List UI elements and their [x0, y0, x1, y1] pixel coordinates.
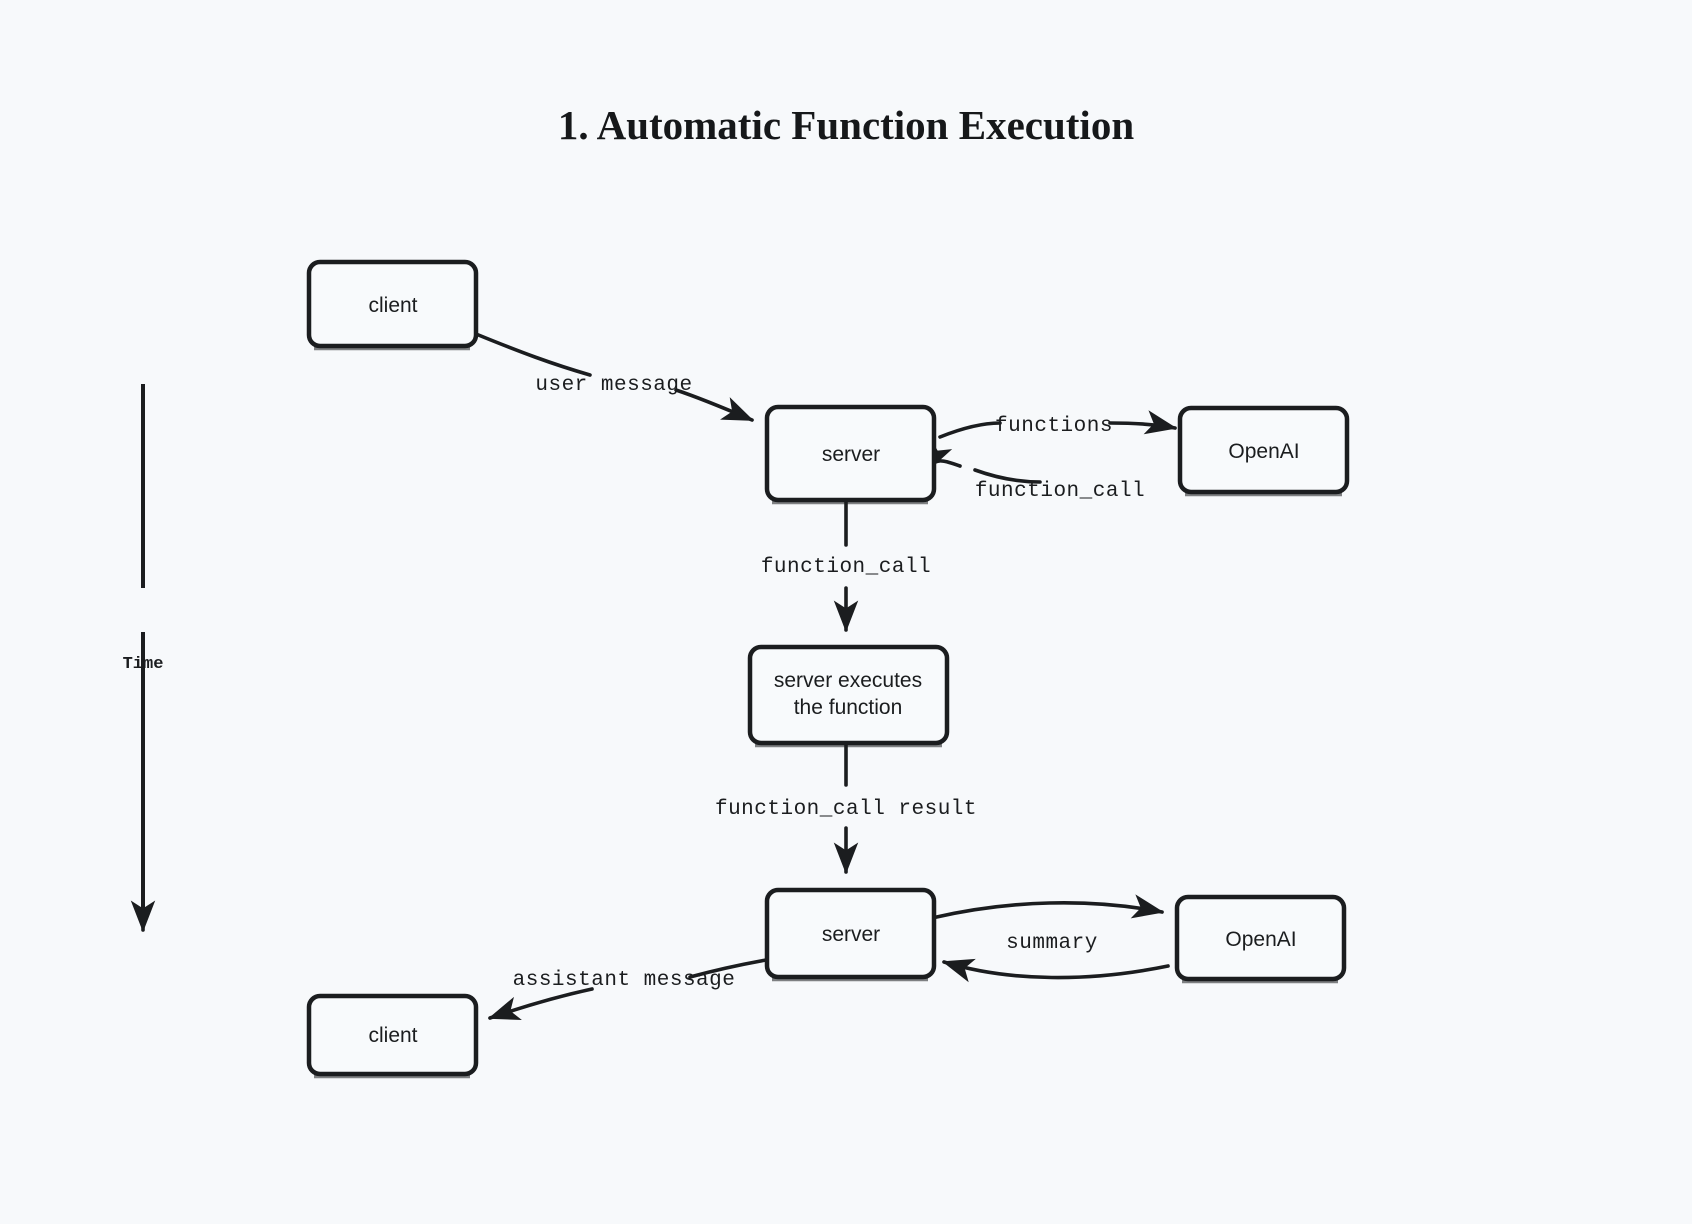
edge-label-function-call-result: function_call result: [715, 798, 977, 821]
node-client-bottom-label: client: [368, 1024, 417, 1047]
edge-functions: functions: [938, 410, 1178, 439]
edge-functions-segment-b: [1108, 410, 1178, 435]
edge-user-message-segment-a: [474, 332, 592, 377]
edge-summary: summary: [930, 894, 1165, 955]
node-server-executes-label-line2: the function: [794, 696, 903, 719]
node-server-executes[interactable]: server executes the function: [747, 644, 950, 748]
edge-label-function-call-down: function_call: [761, 556, 931, 579]
node-openai-top-label: OpenAI: [1228, 440, 1299, 463]
node-client-bottom-box[interactable]: [306, 993, 479, 1077]
node-server-executes-box[interactable]: [747, 644, 950, 746]
node-client-top-label: client: [368, 294, 417, 317]
node-openai-bottom-label: OpenAI: [1225, 928, 1296, 951]
page-title: 1. Automatic Function Execution: [558, 102, 1134, 148]
edge-label-functions: functions: [995, 415, 1113, 438]
edge-openai-return: [941, 958, 1170, 983]
edge-openai-return-arrow: [941, 958, 1170, 983]
edge-label-user-message: user message: [535, 374, 692, 397]
edge-function-call-return: function_call: [926, 438, 1145, 503]
node-client-top-box[interactable]: [306, 259, 479, 349]
node-openai-bottom[interactable]: OpenAI: [1174, 894, 1347, 984]
node-client-bottom[interactable]: client: [306, 993, 479, 1079]
node-server-bottom[interactable]: server: [764, 887, 937, 982]
node-server-executes-label-line1: server executes: [774, 669, 922, 692]
edge-user-message: user message: [474, 332, 754, 422]
edge-function-call-down: function_call: [761, 498, 931, 633]
time-axis: Time: [123, 384, 164, 933]
node-server-bottom-label: server: [822, 923, 880, 946]
node-client-top[interactable]: client: [306, 259, 479, 351]
edge-summary-arrow: [930, 894, 1165, 920]
edge-user-message-segment-b: [674, 388, 754, 422]
time-axis-label: Time: [123, 655, 164, 674]
edge-functions-segment-a: [938, 421, 1002, 439]
edge-label-function-call-return: function_call: [975, 480, 1145, 503]
node-openai-top[interactable]: OpenAI: [1177, 405, 1350, 497]
node-server-top-box[interactable]: [764, 404, 937, 503]
edge-function-call-return-segment-a: [973, 468, 1042, 484]
edge-assistant-message: assistant message: [487, 958, 768, 1021]
node-openai-bottom-box[interactable]: [1174, 894, 1347, 982]
node-server-top-label: server: [822, 443, 880, 466]
edge-assistant-message-segment-b: [487, 987, 594, 1021]
edge-label-summary: summary: [1006, 932, 1098, 955]
node-server-top[interactable]: server: [764, 404, 937, 505]
edge-assistant-message-segment-a: [688, 958, 768, 979]
node-server-bottom-box[interactable]: [764, 887, 937, 980]
node-openai-top-box[interactable]: [1177, 405, 1350, 495]
edge-label-assistant-message: assistant message: [513, 969, 736, 992]
edge-function-call-result: function_call result: [715, 740, 977, 875]
